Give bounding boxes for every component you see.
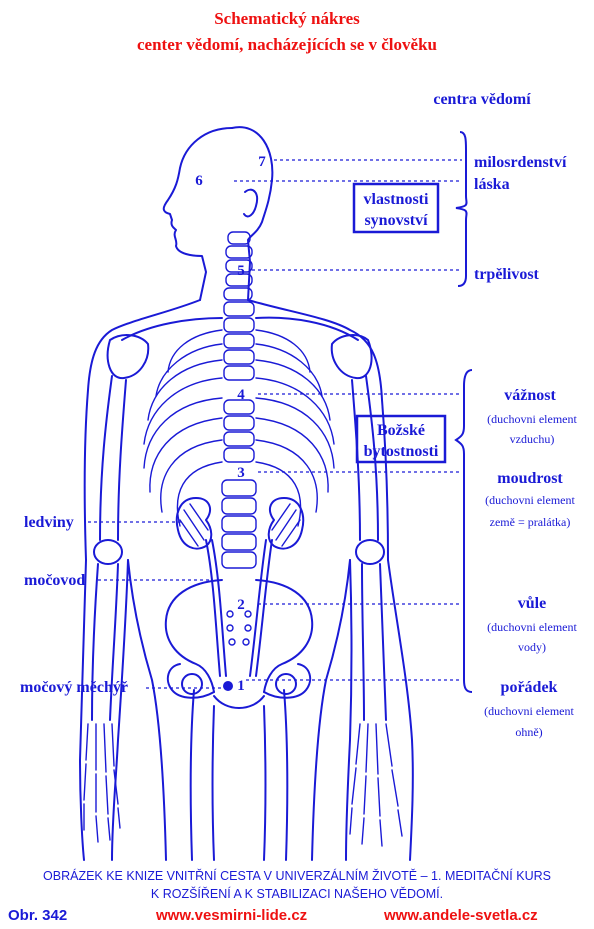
lower-box bbox=[355, 414, 447, 464]
label-moudrost: moudrost bbox=[497, 470, 563, 487]
centers-heading: centra vědomí bbox=[433, 91, 531, 108]
label-mocovod: močovod bbox=[24, 572, 85, 589]
title-line-2: center vědomí, nacházejících se v člověk… bbox=[137, 35, 437, 54]
label-vule-note-1: (duchovni element bbox=[487, 620, 577, 634]
lower-box-line-1: Božské bbox=[377, 422, 425, 439]
pelvis-ilium bbox=[164, 579, 314, 693]
right-forearm bbox=[361, 563, 387, 721]
label-moudrost-note-1: (duchovni element bbox=[485, 493, 575, 507]
right-arm-inner-outline bbox=[345, 559, 353, 861]
ear-outline bbox=[243, 188, 258, 218]
upper-bracket bbox=[455, 131, 468, 287]
left-hip-joint bbox=[181, 673, 203, 695]
lower-box-line-2: bytostnosti bbox=[364, 443, 439, 460]
left-arm-outline bbox=[79, 559, 87, 861]
left-elbow bbox=[93, 539, 123, 565]
left-hip-outline bbox=[127, 559, 167, 861]
label-trpelivost: trpělivost bbox=[474, 266, 540, 283]
right-labels: milosrdenství láska trpělivost vážnost (… bbox=[474, 154, 577, 739]
caption-line-2: K ROZŠÍŘENÍ A K STABILIZACI NAŠEHO VĚDOM… bbox=[151, 886, 443, 901]
caption-line-1: OBRÁZEK KE KNIZE VNITŘNÍ CESTA V UNIVERZ… bbox=[43, 868, 551, 883]
title-block: Schematický nákres center vědomí, nacház… bbox=[137, 9, 437, 54]
left-femur bbox=[189, 689, 215, 861]
cervical-spine bbox=[223, 231, 253, 301]
left-labels: ledviny močovod močový měchýř bbox=[20, 514, 128, 696]
label-laska: láska bbox=[474, 176, 510, 193]
head-face-outline bbox=[162, 127, 233, 301]
label-milosrdenstvi: milosrdenství bbox=[474, 154, 567, 171]
sacrum bbox=[226, 610, 252, 646]
right-elbow bbox=[355, 539, 385, 565]
right-shoulder-joint bbox=[330, 334, 373, 380]
caption: OBRÁZEK KE KNIZE VNITŘNÍ CESTA V UNIVERZ… bbox=[43, 868, 551, 901]
title-line-1: Schematický nákres bbox=[214, 9, 360, 28]
label-poradek-note-1: (duchovni element bbox=[484, 704, 574, 718]
link-vesmirni-lide[interactable]: www.vesmirni-lide.cz bbox=[155, 907, 307, 924]
left-shoulder-joint bbox=[106, 334, 150, 380]
center-number-5: 5 bbox=[237, 263, 245, 279]
upper-box-line-2: synovství bbox=[364, 212, 428, 229]
center-number-1: 1 bbox=[237, 678, 245, 694]
link-andele-svetla[interactable]: www.andele-svetla.cz bbox=[383, 907, 538, 924]
label-vule-note-2: vody) bbox=[518, 640, 546, 654]
left-forearm bbox=[91, 563, 119, 721]
left-kidney bbox=[175, 497, 213, 550]
upper-box bbox=[352, 182, 440, 234]
label-vaznost: vážnost bbox=[504, 387, 556, 404]
right-arm-outline bbox=[387, 559, 414, 861]
skeleton bbox=[83, 231, 403, 861]
left-ureter bbox=[205, 539, 227, 677]
right-hip-outline bbox=[311, 559, 351, 861]
organs bbox=[175, 497, 305, 691]
right-femur bbox=[263, 689, 289, 861]
ribcage bbox=[143, 329, 335, 527]
center-number-7: 7 bbox=[258, 154, 266, 170]
lower-bracket bbox=[454, 369, 473, 693]
left-arm-inner-outline bbox=[111, 559, 129, 861]
center-number-2: 2 bbox=[237, 597, 245, 613]
center-number-6: 6 bbox=[195, 173, 203, 189]
right-hip-joint bbox=[275, 673, 297, 695]
bladder-dot bbox=[223, 681, 233, 691]
right-hand bbox=[349, 723, 403, 847]
left-hand bbox=[83, 723, 121, 843]
thoracic-lumbar-spine bbox=[221, 301, 257, 569]
right-ureter bbox=[249, 539, 273, 677]
label-mocovy-mechyr: močový měchýř bbox=[20, 679, 128, 696]
label-poradek-note-2: ohně) bbox=[515, 725, 542, 739]
left-kidney-hatch bbox=[179, 503, 209, 547]
right-kidney bbox=[267, 497, 305, 550]
pubic-arch bbox=[213, 695, 265, 709]
center-number-4: 4 bbox=[237, 387, 245, 403]
figure-number: Obr. 342 bbox=[8, 907, 67, 924]
label-vule: vůle bbox=[518, 595, 546, 612]
label-ledviny: ledviny bbox=[24, 514, 74, 531]
left-humerus bbox=[99, 375, 127, 541]
label-vaznost-note-2: vzduchu) bbox=[510, 432, 555, 446]
label-vaznost-note-1: (duchovni element bbox=[487, 412, 577, 426]
footer: Obr. 342 www.vesmirni-lide.cz www.andele… bbox=[8, 907, 538, 924]
right-shoulder-outline bbox=[247, 299, 389, 561]
label-poradek: pořádek bbox=[501, 679, 558, 696]
body-outline bbox=[79, 126, 414, 861]
upper-box-line-1: vlastnosti bbox=[364, 191, 429, 208]
right-kidney-hatch bbox=[271, 503, 301, 547]
head-back-outline bbox=[231, 126, 274, 301]
pelvis-lower bbox=[166, 663, 312, 699]
left-shoulder-outline bbox=[83, 299, 201, 561]
center-number-3: 3 bbox=[237, 465, 245, 481]
leader-lines bbox=[88, 159, 462, 689]
label-moudrost-note-2: země = pralátka) bbox=[490, 515, 571, 529]
